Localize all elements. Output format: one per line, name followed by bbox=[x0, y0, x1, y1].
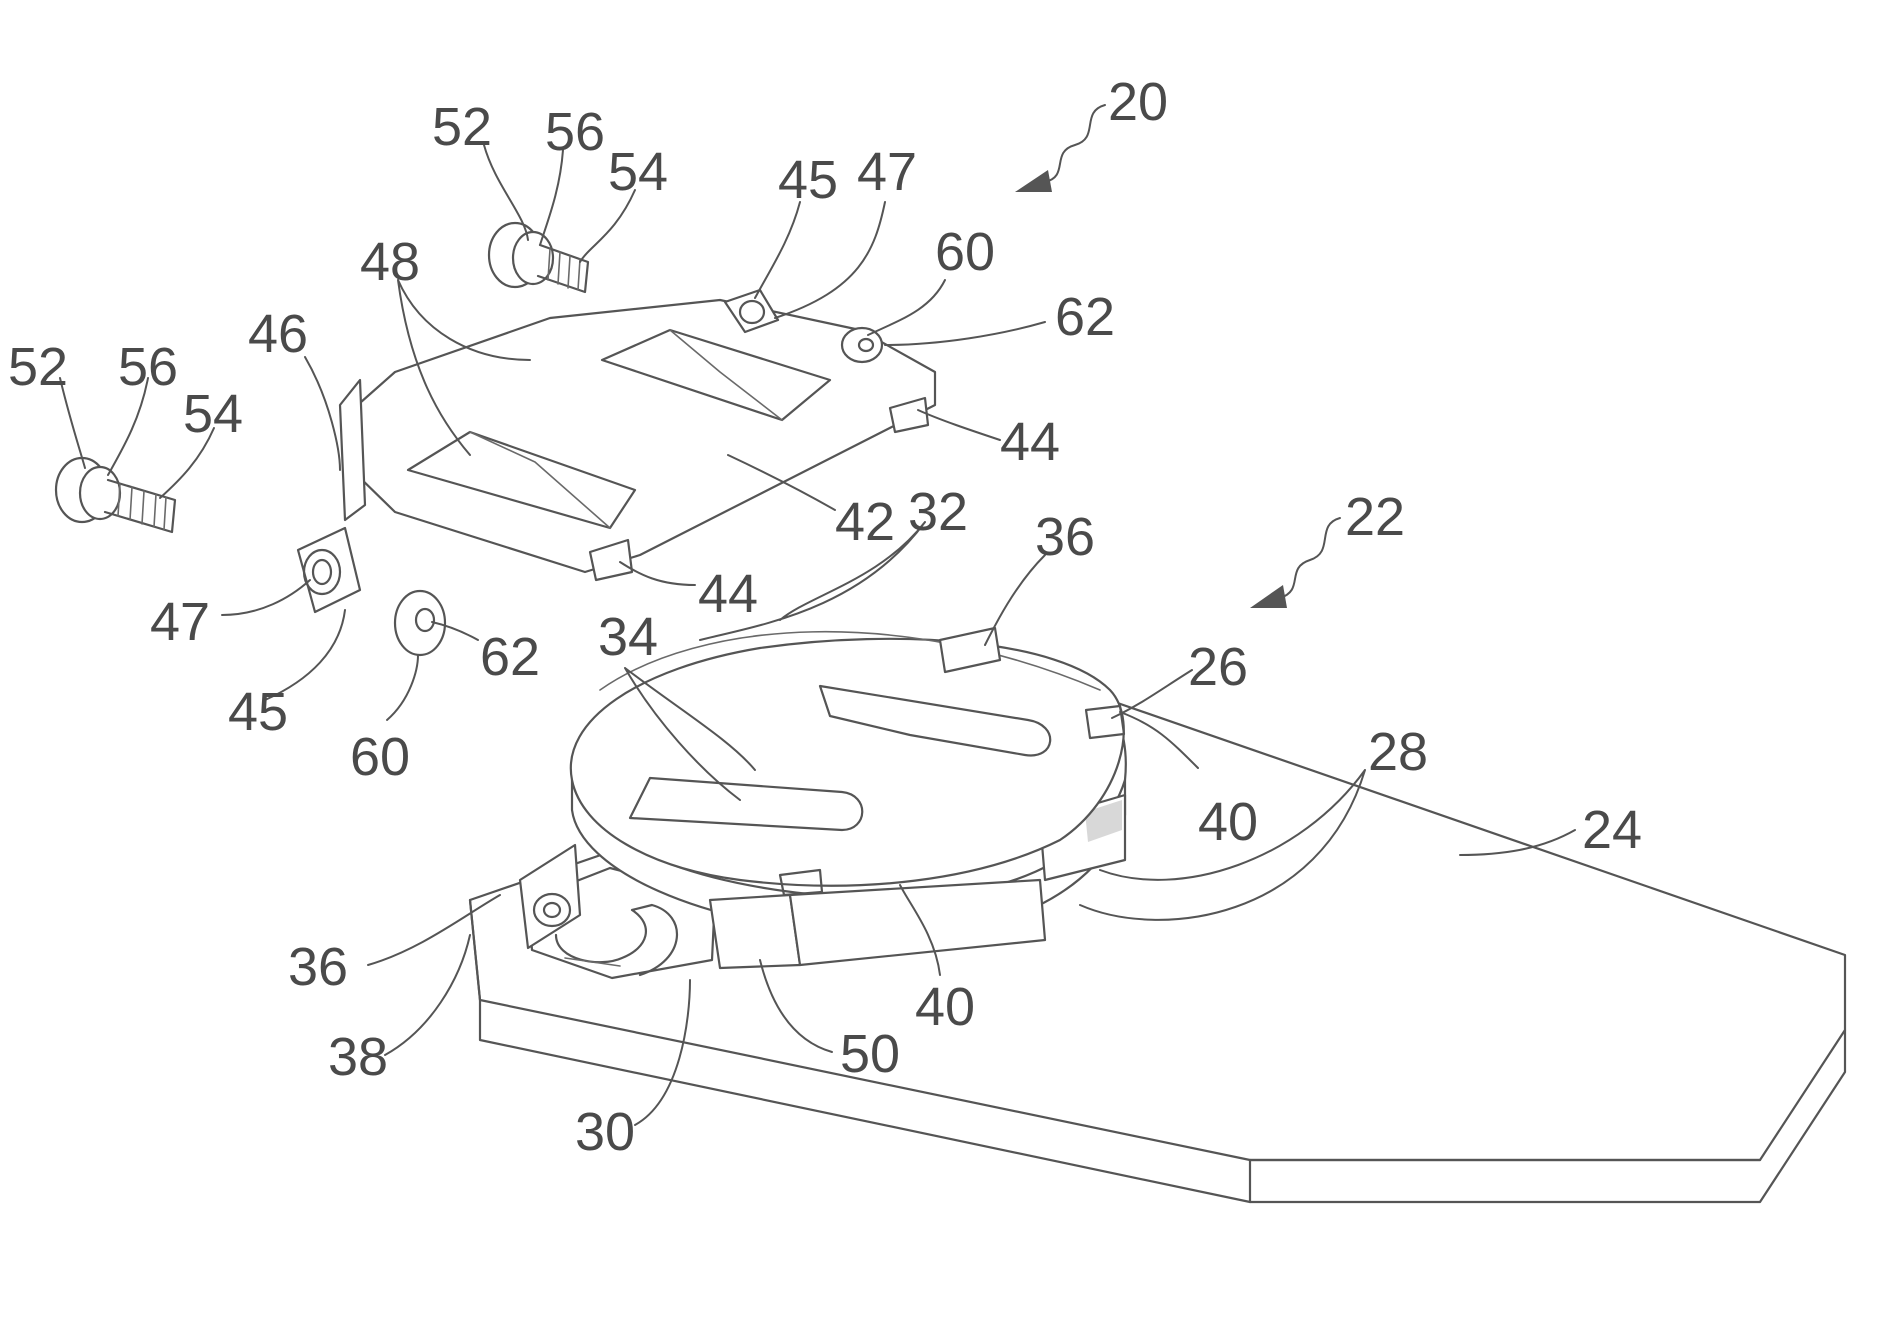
label-34: 34 bbox=[598, 607, 658, 667]
label-44-lower: 44 bbox=[698, 564, 758, 624]
arrow-22 bbox=[1250, 518, 1340, 608]
screw-upper bbox=[489, 223, 588, 292]
label-45-lower: 45 bbox=[228, 682, 288, 742]
label-36-lower: 36 bbox=[288, 937, 348, 997]
label-30: 30 bbox=[575, 1102, 635, 1162]
label-40-lower: 40 bbox=[915, 977, 975, 1037]
label-22: 22 bbox=[1345, 487, 1405, 547]
label-56-lower: 56 bbox=[118, 337, 178, 397]
label-56-upper: 56 bbox=[545, 102, 605, 162]
label-50: 50 bbox=[840, 1024, 900, 1084]
label-40-right: 40 bbox=[1198, 792, 1258, 852]
label-24: 24 bbox=[1582, 800, 1642, 860]
screw-lower bbox=[56, 458, 175, 532]
label-60-lower: 60 bbox=[350, 727, 410, 787]
label-32: 32 bbox=[908, 482, 968, 542]
label-54-lower: 54 bbox=[183, 384, 243, 444]
washer-upper bbox=[842, 328, 882, 362]
label-46: 46 bbox=[248, 304, 308, 364]
arrow-20 bbox=[1015, 105, 1105, 192]
label-20: 20 bbox=[1108, 72, 1168, 132]
label-48: 48 bbox=[360, 232, 420, 292]
battery-holder-base bbox=[520, 628, 1126, 978]
label-38: 38 bbox=[328, 1027, 388, 1087]
label-60-upper: 60 bbox=[935, 222, 995, 282]
label-62-lower: 62 bbox=[480, 627, 540, 687]
label-52-lower: 52 bbox=[8, 337, 68, 397]
label-45-upper: 45 bbox=[778, 150, 838, 210]
label-42: 42 bbox=[835, 492, 895, 552]
label-44-upper: 44 bbox=[1000, 412, 1060, 472]
label-62-upper: 62 bbox=[1055, 287, 1115, 347]
label-28: 28 bbox=[1368, 722, 1428, 782]
label-52-upper: 52 bbox=[432, 97, 492, 157]
retaining-clip bbox=[298, 290, 935, 612]
label-47-upper: 47 bbox=[857, 142, 917, 202]
label-54-upper: 54 bbox=[608, 142, 668, 202]
label-36-upper: 36 bbox=[1035, 507, 1095, 567]
label-47-lower: 47 bbox=[150, 592, 210, 652]
label-26: 26 bbox=[1188, 637, 1248, 697]
